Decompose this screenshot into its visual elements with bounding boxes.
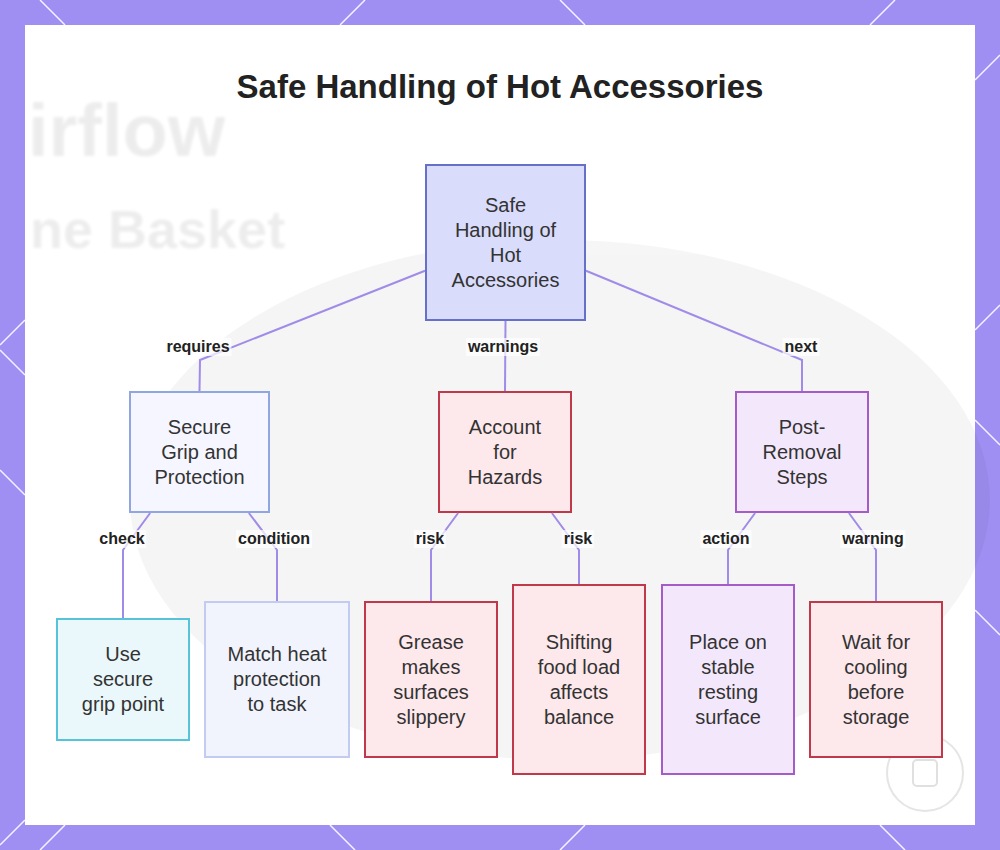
detail-box: Match heat protection to task <box>204 601 350 758</box>
connector-line <box>586 271 802 391</box>
node-text: Account for Hazards <box>464 415 546 490</box>
node-text: Grease makes surfaces slippery <box>387 630 475 730</box>
diagram-title: Safe Handling of Hot Accessories <box>0 68 1000 106</box>
edge-label: risk <box>414 530 446 548</box>
category-box: Secure Grip and Protection <box>129 391 270 513</box>
edge-label: check <box>97 530 146 548</box>
category-box: Post-Removal Steps <box>735 391 869 513</box>
connector-line <box>123 513 150 618</box>
detail-box: Wait for cooling before storage <box>809 601 943 758</box>
connector-line <box>431 513 458 601</box>
edge-label: warning <box>840 530 905 548</box>
watermark-text: irflow <box>28 88 225 173</box>
node-text: Secure Grip and Protection <box>150 415 250 490</box>
watermark-text: ne Basket <box>30 198 285 260</box>
category-box: Account for Hazards <box>438 391 572 513</box>
node-text: Match heat protection to task <box>225 642 329 717</box>
node-text: Shifting food load affects balance <box>531 630 627 730</box>
detail-box: Shifting food load affects balance <box>512 584 646 775</box>
connector-line <box>249 513 277 601</box>
edge-label: risk <box>562 530 594 548</box>
connector-line <box>200 271 426 391</box>
connector-line <box>552 513 579 584</box>
detail-box: Use secure grip point <box>56 618 190 741</box>
edge-label: requires <box>164 338 231 356</box>
root-topic: Safe Handling of Hot Accessories <box>425 164 586 321</box>
connector-line <box>849 513 876 601</box>
edge-label: next <box>783 338 820 356</box>
detail-box: Grease makes surfaces slippery <box>364 601 498 758</box>
node-text: Place on stable resting surface <box>684 630 772 730</box>
node-text: Post-Removal Steps <box>759 415 845 490</box>
edge-label: action <box>700 530 751 548</box>
connector-line <box>504 321 507 391</box>
node-text: Wait for cooling before storage <box>832 630 920 730</box>
detail-box: Place on stable resting surface <box>661 584 795 775</box>
edge-label: condition <box>236 530 312 548</box>
node-text: Use secure grip point <box>76 642 171 717</box>
node-text: Safe Handling of Hot Accessories <box>450 193 562 293</box>
connector-line <box>728 513 755 584</box>
edge-label: warnings <box>466 338 540 356</box>
